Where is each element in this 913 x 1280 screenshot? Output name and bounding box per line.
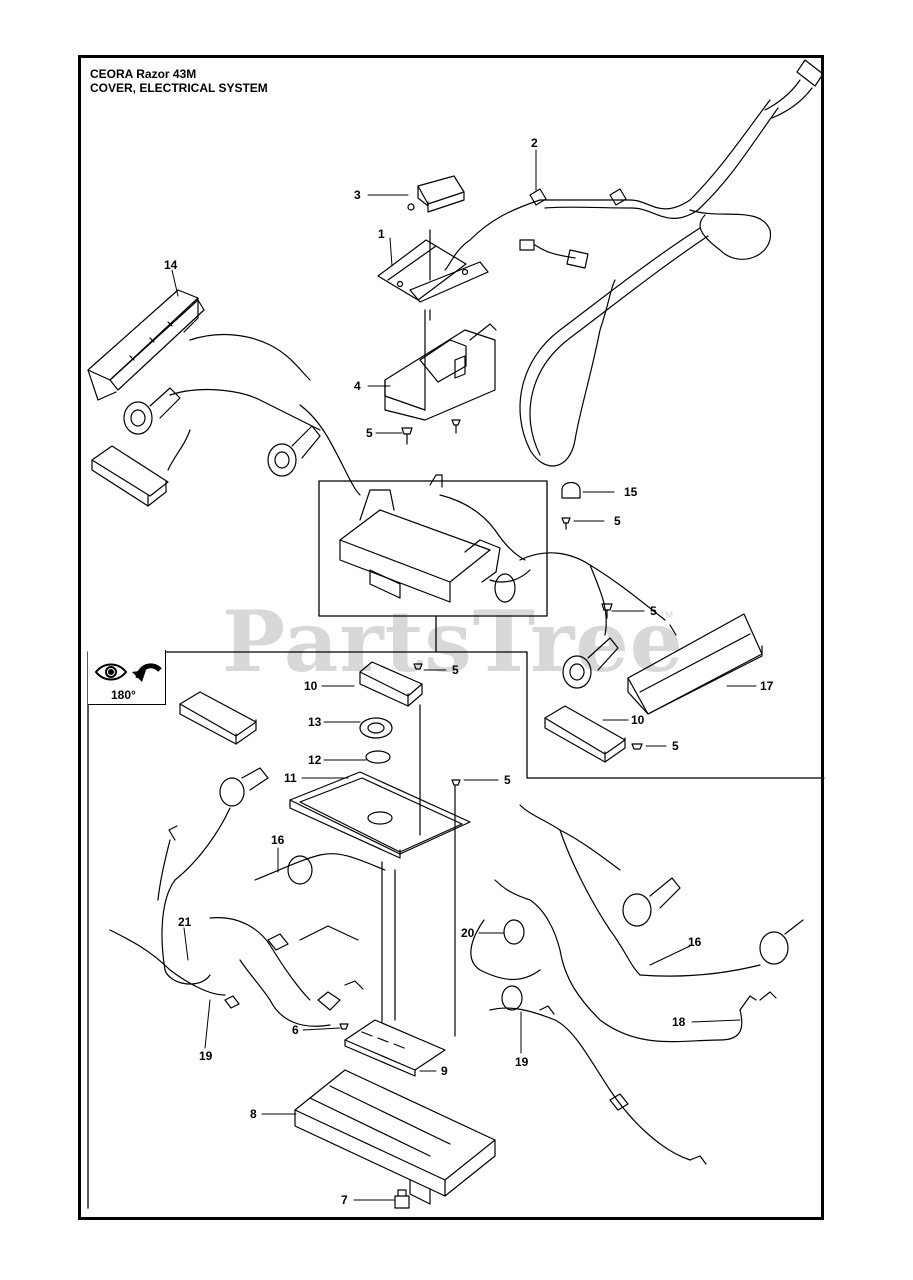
part-1-bracket bbox=[377, 229, 489, 303]
callout-5-module-screw: 5 bbox=[452, 663, 459, 677]
callout-3: 3 bbox=[354, 188, 361, 202]
callout-7: 7 bbox=[341, 1193, 348, 1207]
diagram-title: CEORA Razor 43M COVER, ELECTRICAL SYSTEM bbox=[90, 67, 268, 95]
rotation-angle-label: 180° bbox=[111, 688, 136, 702]
callout-11: 11 bbox=[284, 771, 297, 785]
section-name: COVER, ELECTRICAL SYSTEM bbox=[90, 81, 268, 95]
callout-13: 13 bbox=[308, 715, 322, 729]
diagram-frame bbox=[78, 55, 824, 1220]
view-indicator bbox=[88, 650, 166, 705]
part-8-base bbox=[294, 1069, 496, 1205]
callout-10-right: 10 bbox=[631, 713, 645, 727]
left-speakers bbox=[123, 387, 361, 496]
callout-5-cover-screw: 5 bbox=[366, 426, 373, 440]
part-7-plug bbox=[394, 1189, 410, 1209]
screws-part-4 bbox=[401, 419, 461, 445]
view-indicator-icons bbox=[94, 663, 162, 682]
detail-box-lines bbox=[87, 480, 825, 1209]
center-assembly bbox=[339, 474, 666, 621]
part-4-cover bbox=[384, 309, 497, 421]
main-cable-harness bbox=[444, 59, 824, 467]
eye-icon bbox=[94, 663, 128, 681]
callout-10-left: 10 bbox=[304, 679, 318, 693]
left-sensor-module bbox=[91, 429, 191, 507]
callout-21: 21 bbox=[178, 915, 192, 929]
part-15-clip bbox=[561, 481, 613, 619]
callout-5-right-module-screw: 5 bbox=[672, 739, 679, 753]
callout-5-clip-screw: 5 bbox=[614, 514, 621, 528]
part-14-bumper bbox=[87, 289, 311, 401]
part-3-sensor bbox=[407, 175, 465, 213]
callout-14: 14 bbox=[164, 258, 178, 272]
lower-left-harness bbox=[109, 767, 396, 1027]
callout-19-left: 19 bbox=[199, 1049, 213, 1063]
watermark-tm: TM bbox=[660, 610, 673, 620]
callout-19-right: 19 bbox=[515, 1055, 529, 1069]
callout-20: 20 bbox=[461, 926, 475, 940]
lower-right-harness bbox=[470, 804, 804, 1165]
callout-18: 18 bbox=[672, 1015, 686, 1029]
callout-16-left: 16 bbox=[271, 833, 285, 847]
callout-5-speaker-screw: 5 bbox=[650, 604, 657, 618]
part-9-board bbox=[339, 1019, 446, 1077]
callout-9: 9 bbox=[441, 1064, 448, 1078]
part-17-bumper bbox=[627, 613, 763, 715]
model-name: CEORA Razor 43M bbox=[90, 67, 197, 81]
callout-12: 12 bbox=[308, 753, 322, 767]
right-speaker bbox=[562, 564, 619, 689]
callout-1: 1 bbox=[378, 227, 385, 241]
callout-5-frame-screw: 5 bbox=[504, 773, 511, 787]
callout-6: 6 bbox=[292, 1023, 299, 1037]
callout-17: 17 bbox=[760, 679, 774, 693]
callout-15: 15 bbox=[624, 485, 638, 499]
rotate-arrow-icon bbox=[132, 663, 162, 682]
lower-detail-parts bbox=[179, 661, 471, 1037]
callout-16-right: 16 bbox=[688, 935, 702, 949]
callout-8: 8 bbox=[250, 1107, 257, 1121]
callout-4: 4 bbox=[354, 379, 361, 393]
leader-lines bbox=[171, 149, 757, 1201]
callout-2: 2 bbox=[531, 136, 538, 150]
right-sensor-module bbox=[544, 705, 643, 763]
